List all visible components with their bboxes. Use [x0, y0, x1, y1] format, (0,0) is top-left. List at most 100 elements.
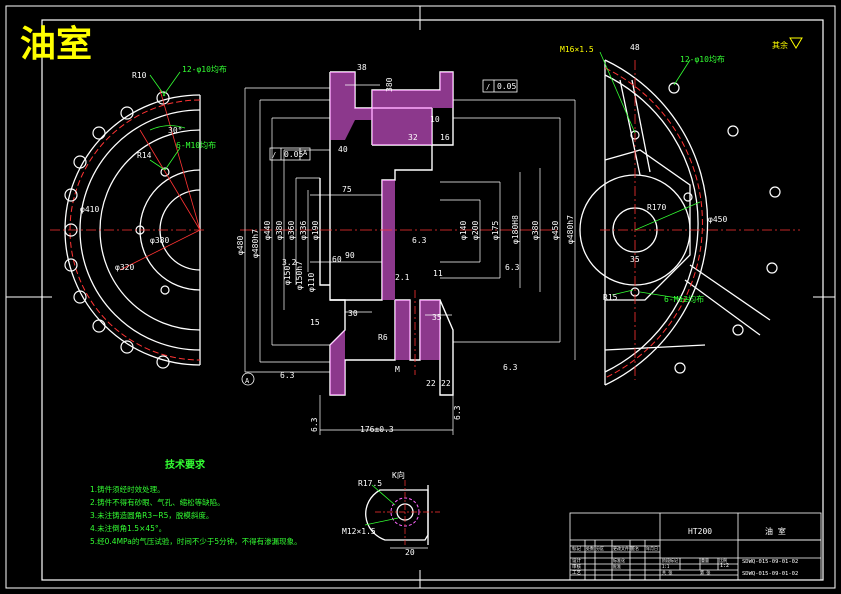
left-label-0: R10 — [132, 71, 147, 80]
tb-row-1: 设计 — [572, 557, 581, 564]
inner-dim-9: R6 — [378, 333, 388, 342]
inner-dim-4: 3.2 — [282, 258, 297, 267]
tb-col-1: 分区 — [596, 545, 604, 551]
detail-view-labels: R17.5 K向 M12×1.5 20 — [342, 470, 415, 557]
left-label-2: 30° — [168, 126, 182, 135]
right-label-6: R15 — [603, 293, 618, 302]
bottom-dim-2: 6.3 — [503, 363, 518, 372]
inner-dim-10: M — [395, 365, 400, 374]
tb-misc-4: 比例 — [719, 557, 727, 563]
top-dim-0: 38 — [357, 63, 367, 72]
right-label-7: 6-M12均布 — [664, 294, 704, 304]
tech-item-1: 2.铸件不得有砂眼、气孔、缩松等缺陷。 — [90, 497, 225, 507]
tb-drawing-no-2: SDWQ-015-09-01-02 — [742, 571, 798, 577]
inner-frame — [41, 19, 824, 581]
right-label-0: M16×1.5 — [560, 45, 594, 54]
bottom-dim-0: 176±0.3 — [360, 425, 394, 434]
detail-view — [364, 480, 440, 549]
tol-symbol-2: / — [272, 151, 276, 159]
tb-col-4: 年月日 — [646, 545, 658, 551]
left-label-1: 12-φ10均布 — [182, 64, 227, 74]
tb-row-0: 标记 — [572, 545, 581, 552]
detail-label-2: M12×1.5 — [342, 527, 376, 536]
tb-misc-0: 标准化 — [613, 557, 625, 563]
inner-dim-1: 90 — [345, 251, 355, 260]
inner-dim-0: 75 — [342, 185, 352, 194]
bottom-dim-3: 6.3 — [310, 417, 319, 432]
right-dim-1: φ200 — [471, 221, 480, 240]
tb-col-3: 签名 — [631, 545, 639, 551]
datum-ref: A — [303, 149, 308, 157]
inner-dim-7: 11 — [433, 269, 443, 278]
left-dim-7: φ150 — [283, 266, 292, 285]
tb-misc-7: 1:1 — [662, 564, 670, 569]
right-dim-3: φ180H8 — [511, 215, 520, 244]
tb-row-2: 审核 — [572, 563, 581, 570]
right-label-3: R170 — [647, 203, 666, 212]
centering-marks — [6, 6, 835, 588]
right-label-5: 35 — [630, 255, 640, 264]
bottom-dim-4: 6.3 — [453, 405, 462, 420]
tb-misc-5: 共 张 — [662, 569, 672, 575]
top-dim-5: 16 — [440, 133, 450, 142]
title-block-labels: HT200 油 室 SDWQ-015-09-01-02 SDWQ-015-09-… — [572, 526, 798, 577]
left-label-7: φ320 — [115, 263, 134, 272]
tb-col-0: 处数 — [586, 545, 594, 551]
tech-requirements: 技术要求 1.铸件须经时效处理。 2.铸件不得有砂眼、气孔、缩松等缺陷。 3.未… — [90, 458, 302, 546]
right-dim-5: φ450 — [551, 221, 560, 240]
left-dim-4: φ360 — [287, 221, 296, 240]
tb-drawing-no-1: SDWQ-015-09-01-02 — [742, 559, 798, 565]
left-dim-8: φ150h7 — [295, 261, 304, 290]
tech-heading: 技术要求 — [165, 458, 206, 471]
left-dim-5: φ336 — [299, 221, 308, 240]
right-dim-6: φ480h7 — [566, 215, 575, 244]
left-dim-3: φ380 — [275, 221, 284, 240]
roughness-note: 其余 — [772, 40, 788, 50]
top-dim-4: 32 — [408, 133, 418, 142]
left-dim-2: φ440 — [263, 221, 272, 240]
detail-label-3: 20 — [405, 548, 415, 557]
inner-dim-2: 6.3 — [412, 236, 427, 245]
tolerance-1: 0.05 — [284, 150, 303, 159]
right-dim-2: φ175 — [491, 221, 500, 240]
top-dim-1: 380 — [385, 77, 394, 92]
inner-dim-8: 35 — [432, 313, 442, 322]
tb-material: HT200 — [688, 527, 712, 536]
tb-row-3: 工艺 — [572, 570, 581, 576]
detail-label-0: R17.5 — [358, 479, 382, 488]
detail-label-1: K向 — [392, 470, 405, 480]
inner-dim-13: 22 — [426, 379, 436, 388]
page-title: 油室 — [20, 24, 92, 65]
right-view — [579, 37, 803, 386]
tb-col-2: 更改文件号 — [613, 545, 633, 551]
left-view-labels: R10 12-φ10均布 30° R14 6-M10均布 φ410 φ380 φ… — [80, 64, 227, 272]
left-label-6: φ380 — [150, 236, 169, 245]
left-dim-0: φ480 — [236, 236, 245, 255]
inner-dim-11: 30 — [348, 309, 358, 318]
tech-item-2: 3.未注铸造圆角R3~R5，脱模斜度。 — [90, 510, 213, 520]
left-dim-9: φ110 — [307, 273, 316, 292]
tech-item-0: 1.铸件须经时效处理。 — [90, 484, 165, 494]
right-view-labels: M16×1.5 48 12-φ10均布 R170 φ450 35 R15 6-M… — [560, 40, 788, 304]
tb-misc-2: 阶段标记 — [662, 557, 678, 563]
tb-part-name: 油 室 — [765, 526, 786, 536]
tb-misc-1: 批准 — [613, 563, 621, 569]
left-label-3: R14 — [137, 151, 152, 160]
top-dim-3: 40 — [338, 145, 348, 154]
inner-dim-12: 60 — [332, 255, 342, 264]
title-block — [569, 512, 822, 581]
tol-symbol: / — [486, 83, 490, 91]
left-label-5: φ410 — [80, 205, 99, 214]
right-label-2: 12-φ10均布 — [680, 54, 725, 64]
top-dim-2: 10 — [430, 115, 440, 124]
left-dim-1: φ480h7 — [251, 229, 260, 258]
inner-dim-5: 15 — [310, 318, 320, 327]
right-dim-4: φ380 — [531, 221, 540, 240]
inner-dim-14: 22 — [441, 379, 451, 388]
right-label-4: φ450 — [708, 215, 727, 224]
tech-item-3: 4.未注倒角1.5×45°。 — [90, 523, 166, 533]
inner-dim-6: 2.1 — [395, 273, 410, 282]
tolerance-0: 0.05 — [497, 82, 516, 91]
right-label-1: 48 — [630, 43, 640, 52]
